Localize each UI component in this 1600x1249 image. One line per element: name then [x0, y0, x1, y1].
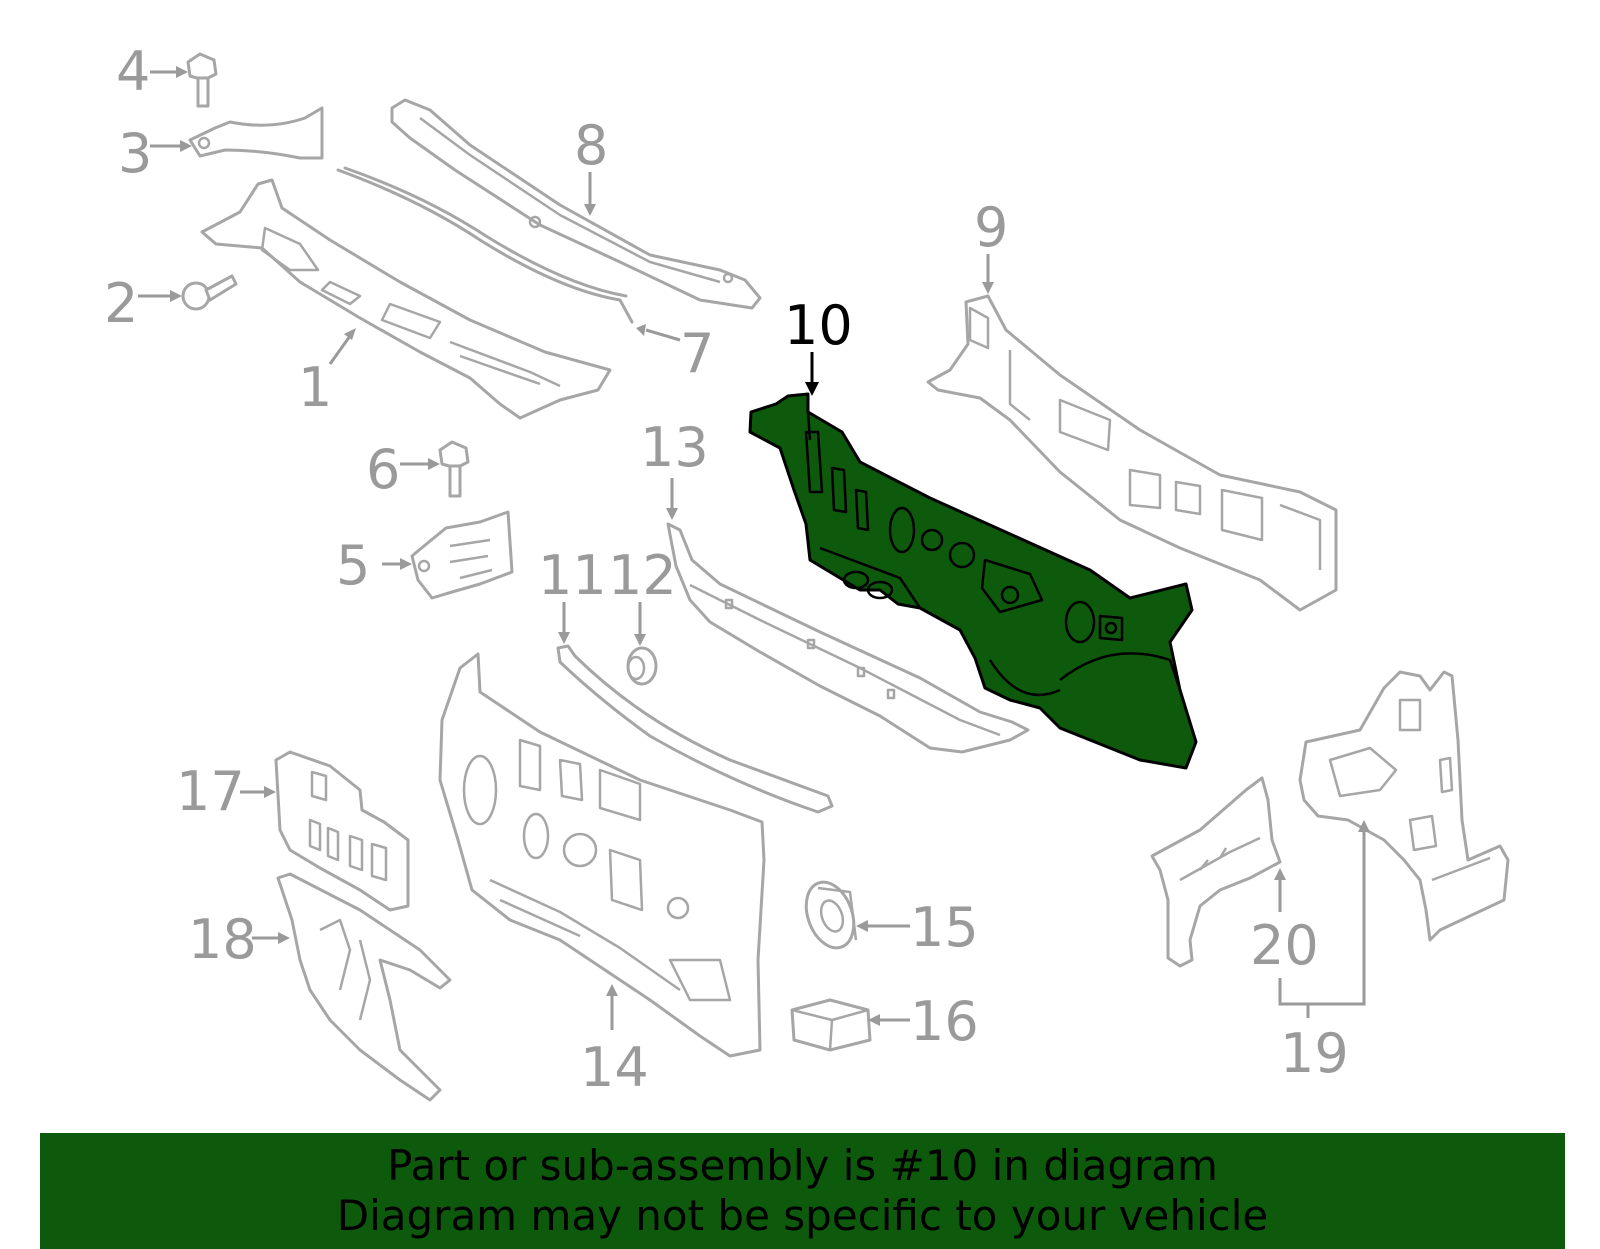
part-3-bracket [188, 106, 324, 160]
callout-20: 20 [1250, 914, 1319, 977]
part-10-dash-panel [748, 392, 1198, 770]
part-19-pillar [1298, 670, 1510, 942]
part-20-inner-panel [1150, 776, 1282, 968]
callout-labels: 1 2 3 4 5 6 7 8 9 10 11 12 13 14 15 16 1… [104, 40, 1349, 1099]
callout-4: 4 [116, 40, 150, 103]
part-4-bolt [186, 52, 218, 108]
part-16-pad [790, 998, 872, 1052]
part-8-cowl-bar [390, 98, 762, 310]
callout-12: 12 [608, 544, 677, 607]
callout-13: 13 [640, 416, 709, 479]
callout-1: 1 [298, 356, 332, 419]
parts-diagram: 1 2 3 4 5 6 7 8 9 10 11 12 13 14 15 16 1… [104, 40, 1510, 1102]
callout-17: 17 [176, 760, 245, 823]
banner-line-disclaimer: Diagram may not be specific to your vehi… [336, 1191, 1269, 1240]
part-17-insulator [274, 750, 410, 912]
callout-19: 19 [1280, 1022, 1349, 1085]
part-5-bracket [410, 510, 514, 600]
callout-15: 15 [910, 896, 979, 959]
part-9-side-panel [926, 294, 1338, 612]
part-18-insulator [276, 872, 452, 1102]
banner-line-part: Part or sub-assembly is #10 in diagram [387, 1141, 1218, 1190]
callout-9: 9 [974, 196, 1008, 259]
part-2-screw [181, 274, 238, 311]
part-6-bolt [438, 440, 470, 498]
callout-18: 18 [188, 908, 257, 971]
part-1-cowl-panel [200, 178, 612, 420]
callout-3: 3 [118, 122, 152, 185]
callout-6: 6 [366, 438, 400, 501]
info-banner: Part or sub-assembly is #10 in diagram D… [40, 1133, 1565, 1249]
part-14-insulator [438, 652, 766, 1058]
part-15-grommet [804, 880, 858, 950]
part-13-bar [666, 522, 1030, 754]
callout-7: 7 [680, 322, 714, 385]
callout-11: 11 [538, 544, 607, 607]
callout-14: 14 [580, 1036, 649, 1099]
callout-8: 8 [574, 114, 608, 177]
callout-5: 5 [336, 534, 370, 597]
part-11-strip [556, 644, 834, 814]
callout-10: 10 [784, 294, 853, 357]
part-12-plug [626, 646, 658, 686]
leader-arrows [138, 66, 1370, 1030]
part-7-seal [336, 166, 634, 324]
callout-16: 16 [910, 990, 979, 1053]
callout-2: 2 [104, 272, 138, 335]
